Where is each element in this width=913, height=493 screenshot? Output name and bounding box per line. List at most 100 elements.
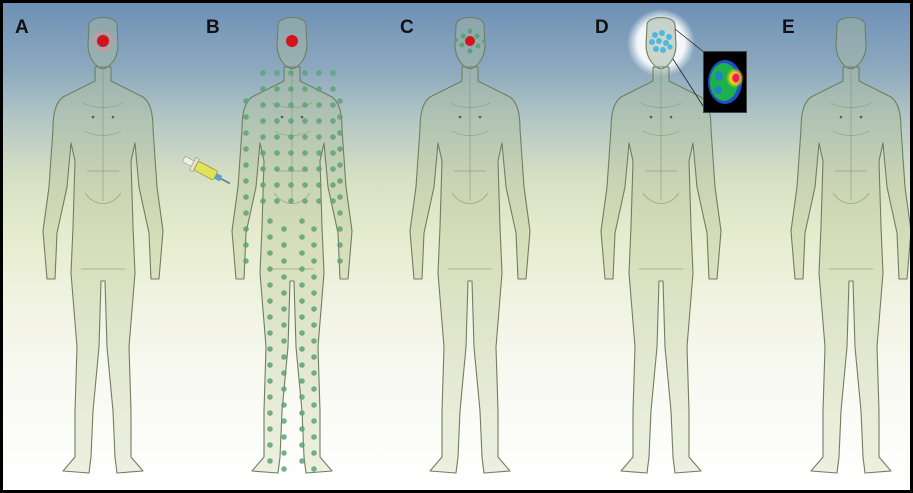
injected-cell [274,150,280,156]
injected-cell [299,362,305,368]
injected-cell [288,118,294,124]
injected-cell [267,394,273,400]
injected-cell [243,130,249,136]
injected-cell [299,282,305,288]
body-svg-e [771,11,913,481]
injected-cell [274,134,280,140]
injected-cell [299,314,305,320]
injected-cell [260,198,266,204]
injected-cell [299,346,305,352]
injected-cell [281,354,287,360]
injected-cell [316,134,322,140]
injected-cell [311,466,317,472]
injected-cell [299,426,305,432]
injected-cell [267,426,273,432]
injected-cell [299,234,305,240]
injected-cell [281,434,287,440]
injected-cell [311,402,317,408]
injected-cell [243,194,249,200]
injected-cell [267,330,273,336]
injected-cell [330,198,336,204]
injected-cell [330,166,336,172]
injected-cell [281,370,287,376]
injected-cell [299,266,305,272]
injected-cell [299,458,305,464]
injected-cell [337,98,343,104]
injected-cell [316,166,322,172]
injected-cell [281,226,287,232]
injected-cell [337,210,343,216]
injected-cell [267,234,273,240]
injected-cell [337,226,343,232]
injected-cell [288,70,294,76]
injected-cell [337,258,343,264]
injected-cell [267,458,273,464]
injected-cell [337,114,343,120]
injected-cell [311,226,317,232]
injected-cell [311,338,317,344]
injected-cell [274,86,280,92]
injected-cell [281,450,287,456]
injected-cell [299,330,305,336]
injected-cell [267,410,273,416]
body-svg-b [212,11,372,481]
injected-cell [311,274,317,280]
injected-cell [281,306,287,312]
injected-cell [288,150,294,156]
injected-cell [243,162,249,168]
injected-cell [288,134,294,140]
injected-cell [311,434,317,440]
injected-cell [288,86,294,92]
body-figure-e [771,11,913,481]
injected-cell [316,150,322,156]
injected-cell [311,370,317,376]
body-svg-c [390,11,550,481]
injected-cell [243,146,249,152]
injected-cell [330,70,336,76]
injected-cell [302,118,308,124]
injected-cell [311,306,317,312]
injected-cell [302,102,308,108]
injected-cell [288,166,294,172]
injected-cell [302,70,308,76]
injected-cell [299,218,305,224]
injected-cell [316,182,322,188]
injected-cell [299,394,305,400]
injected-cell [267,378,273,384]
injected-cell [274,118,280,124]
injected-cell [299,410,305,416]
injected-cell [274,70,280,76]
injected-cell [302,134,308,140]
injected-cell [267,298,273,304]
injected-cell [316,86,322,92]
injected-cell [316,102,322,108]
injected-cell [337,146,343,152]
injected-cell [311,386,317,392]
injected-cell [281,290,287,296]
injected-cell [330,150,336,156]
injected-cell [330,86,336,92]
injected-cell [288,102,294,108]
injected-cell [267,442,273,448]
injected-cell [316,198,322,204]
injected-cell [337,162,343,168]
injected-cell [330,182,336,188]
injected-cell [311,418,317,424]
injected-cell [299,298,305,304]
injected-cell [243,258,249,264]
injected-cell [243,98,249,104]
injected-cell [302,182,308,188]
injected-cell [274,182,280,188]
injected-cell [302,198,308,204]
injected-cell [311,258,317,264]
injected-cell [330,134,336,140]
body-figure-b [212,11,372,481]
injected-cell [281,418,287,424]
injected-cell [274,102,280,108]
injected-cell [243,178,249,184]
injected-cell [260,118,266,124]
injected-cell [274,166,280,172]
injected-cell [337,130,343,136]
injected-cell [267,314,273,320]
injected-cell [281,274,287,280]
